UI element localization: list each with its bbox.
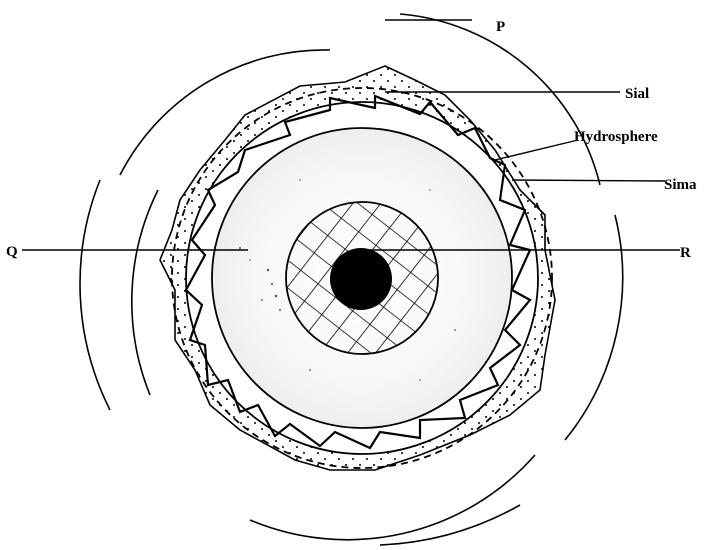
label-r: R <box>680 245 691 261</box>
leader-line-sima <box>511 179 666 182</box>
leader-lines <box>22 19 680 251</box>
label-p: P <box>496 19 505 35</box>
label-hydrosphere: Hydrosphere <box>574 129 658 145</box>
mantle-texture <box>239 179 456 381</box>
dashed-outer-ring <box>171 87 553 469</box>
label-sial: Sial <box>625 86 649 102</box>
leader-line-hydrosphere <box>494 139 579 161</box>
label-q: Q <box>6 244 18 260</box>
atmosphere-arc-bottom-right <box>379 504 521 546</box>
atmosphere-arc-left-inner <box>131 189 159 396</box>
hydrosphere-zigzag <box>184 94 532 450</box>
label-sima: Sima <box>664 177 697 193</box>
atmosphere-arc-bottom <box>249 454 536 541</box>
atmosphere-arc-left-upper <box>119 49 331 176</box>
atmosphere-arc-right <box>564 214 624 441</box>
atmosphere-arcs <box>79 13 624 546</box>
inner-core <box>330 248 392 310</box>
atmosphere-arc-left <box>79 179 111 411</box>
